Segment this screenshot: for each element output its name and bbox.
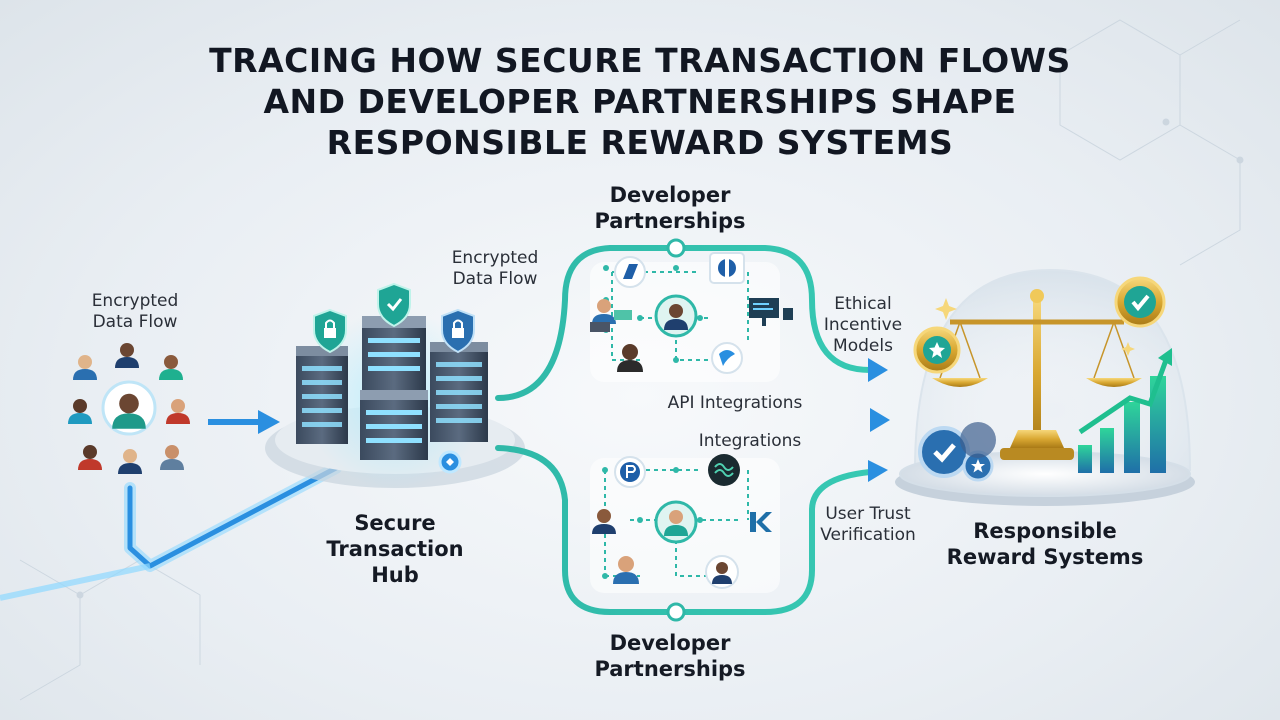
loop-node — [666, 602, 686, 622]
users-to-hub-arrow — [208, 410, 280, 434]
developer-user-icon — [617, 344, 643, 372]
shield-lock-icon — [313, 308, 347, 354]
user-group — [68, 343, 190, 474]
developer-user-icon — [613, 556, 639, 584]
encrypted-return-line — [0, 462, 342, 601]
bottom-partnerships-label: Developer Partnerships — [594, 631, 746, 681]
user-icon — [160, 445, 184, 470]
server-icon — [296, 346, 348, 444]
user-icon — [115, 343, 139, 368]
partner-logo-icon — [750, 512, 772, 532]
title-line: AND DEVELOPER PARTNERSHIPS SHAPE — [263, 82, 1017, 121]
user-icon — [73, 355, 97, 380]
developer-user-icon — [590, 299, 632, 332]
coin-icon — [913, 326, 961, 374]
bar-chart-icon — [1078, 348, 1172, 473]
partner-logo-icon — [709, 252, 745, 284]
arrow-icon — [870, 408, 890, 432]
partner-featured-user-icon — [654, 294, 698, 338]
coin-icon — [1114, 276, 1166, 328]
title-line: TRACING HOW SECURE TRANSACTION FLOWS — [209, 41, 1071, 80]
coin-icon — [960, 422, 996, 458]
developer-user-icon — [592, 509, 616, 534]
ethical-incentive-label: Ethical Incentive Models — [823, 294, 903, 356]
partner-logo-icon — [614, 256, 646, 288]
hub-badge-icon — [438, 450, 462, 474]
shield-check-icon — [377, 282, 411, 328]
loop-node — [666, 238, 686, 258]
server-hub — [265, 282, 525, 490]
user-trust-label: User Trust Verification — [820, 504, 916, 545]
user-icon — [118, 449, 142, 474]
partner-logo-icon — [708, 454, 740, 486]
hub-flow-label: Encrypted Data Flow — [451, 248, 539, 289]
user-icon — [166, 399, 190, 424]
arrow-icon — [868, 460, 888, 482]
top-partnerships-label: Developer Partnerships — [594, 183, 746, 233]
page-title: TRACING HOW SECURE TRANSACTION FLOWS AND… — [140, 40, 1140, 163]
sparkle-decor — [935, 298, 1135, 356]
integrations-label: Integrations — [698, 431, 802, 451]
terminal-icon — [749, 298, 793, 326]
api-integrations-label: API Integrations — [667, 393, 803, 413]
api-integration-arrow — [498, 408, 890, 432]
hub-label: Secure Transaction Hub — [326, 511, 464, 587]
top-partnership-loop — [495, 238, 888, 401]
partner-logo-icon — [711, 342, 743, 374]
reward-systems-label: Responsible Reward Systems — [946, 519, 1144, 569]
title-line: RESPONSIBLE REWARD SYSTEMS — [326, 123, 954, 162]
arrow-icon — [868, 358, 888, 382]
user-icon — [159, 355, 183, 380]
users-flow-label: Encrypted Data Flow — [91, 291, 179, 332]
user-icon — [112, 393, 146, 429]
developer-user-icon — [705, 555, 739, 589]
partner-logo-icon — [614, 456, 646, 488]
user-icon — [78, 445, 102, 470]
partner-featured-user-icon — [654, 500, 698, 544]
user-icon — [68, 399, 92, 424]
server-icon — [360, 390, 428, 460]
server-icon — [430, 342, 488, 442]
shield-lock-icon — [441, 308, 475, 354]
bottom-partnership-loop — [495, 445, 888, 622]
